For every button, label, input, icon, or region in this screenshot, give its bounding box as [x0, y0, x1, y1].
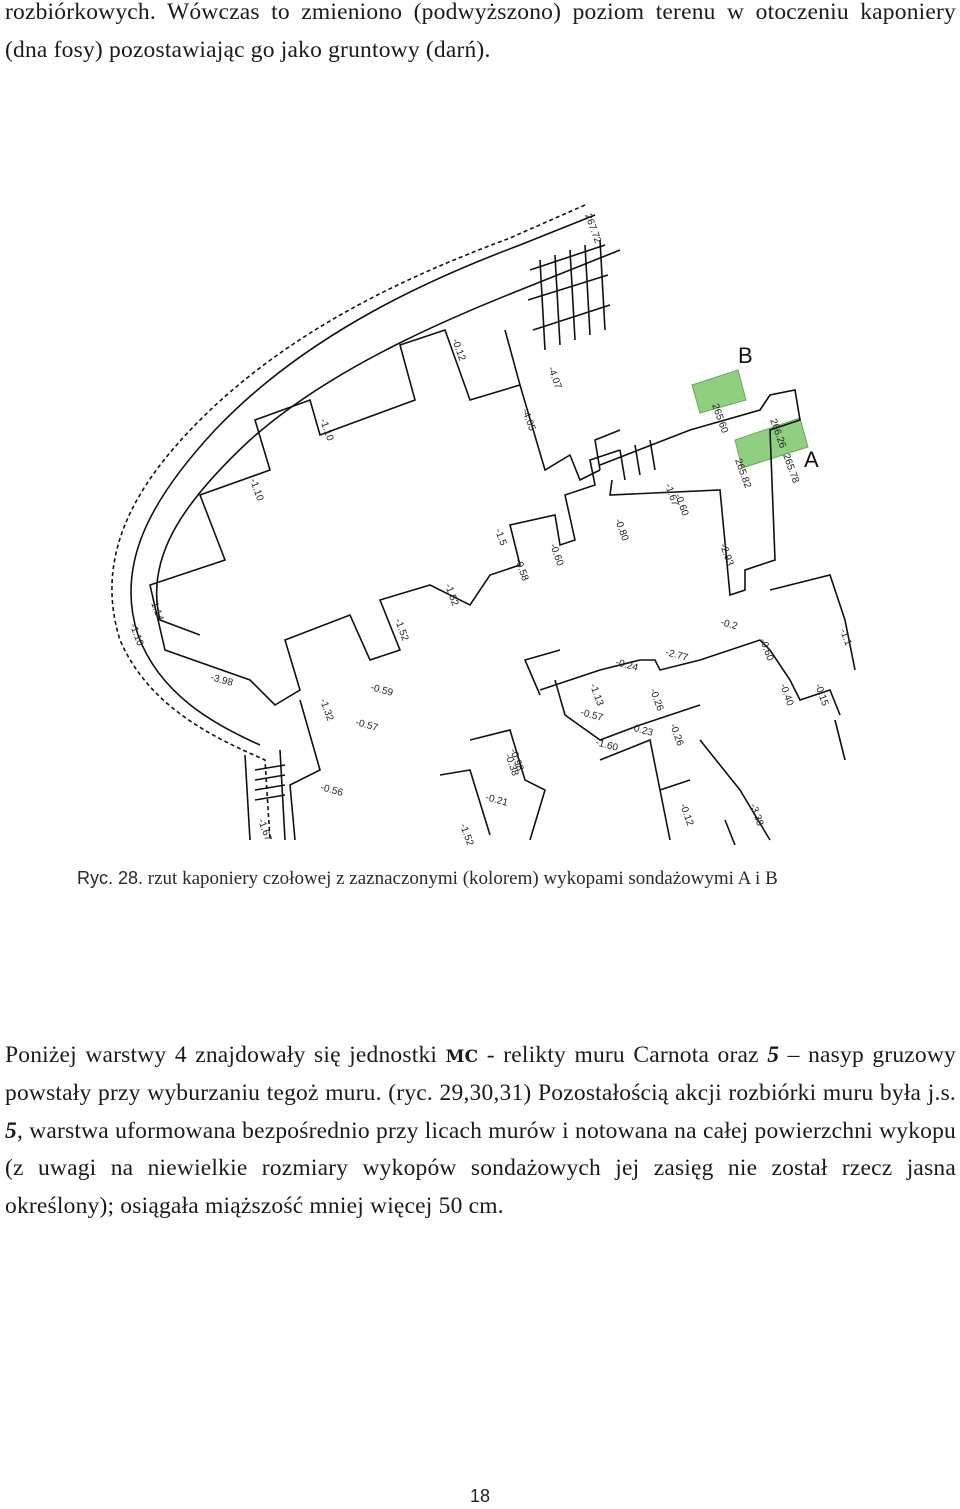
elevation-labels: 267.72 -0.12 -4.07 -4.05 -1.10 -1.10 -1.… [127, 212, 853, 845]
elevation-label: -1.10 [127, 622, 145, 648]
trench-b: B [691, 343, 753, 414]
elevation-label: -0.2 [719, 617, 739, 632]
elevation-label: -0.57 [354, 717, 379, 734]
figure-caption-number: Ryc. 28. [77, 868, 144, 888]
body-text: – nasyp gruzowy powstały przy wyburzaniu… [5, 1042, 956, 1106]
trench-b-label: B [738, 343, 753, 368]
unit-symbol-5: 5 [5, 1117, 17, 1144]
body-text: , warstwa uformowana bezpośrednio przy l… [5, 1117, 956, 1220]
elevation-label: -0.58 [512, 557, 530, 583]
body-paragraph: Poniżej warstwy 4 znajdowały się jednost… [5, 1035, 956, 1226]
top-paragraph: rozbiórkowych. Wówczas to zmieniono (pod… [5, 0, 956, 63]
elevation-label: -0.60 [757, 637, 775, 663]
elevation-label: -1.13 [587, 682, 605, 708]
elevation-label: -4.07 [545, 365, 563, 391]
elevation-label: -1.52 [442, 582, 460, 608]
trench-a: A [734, 417, 819, 472]
figure-caption-text: rzut kaponiery czołowej z zaznaczonymi (… [143, 868, 778, 889]
elevation-label: -0.56 [319, 782, 344, 799]
body-text: Poniżej warstwy 4 znajdowały się jednost… [5, 1042, 446, 1068]
elevation-label: 267.72 [582, 212, 603, 245]
elevation-label: -0.57 [579, 707, 604, 724]
elevation-label: -0.26 [647, 687, 665, 713]
elevation-label: -0.26 [667, 722, 685, 748]
elevation-label: -0.60 [547, 542, 565, 568]
elevation-label: -2.77 [664, 647, 689, 664]
body-text: - relikty muru Carnota oraz [478, 1042, 768, 1068]
elevation-label: -1.10 [317, 417, 335, 443]
elevation-label: -0.12 [677, 802, 695, 828]
figure-caption: Ryc. 28. rzut kaponiery czołowej z zazna… [77, 868, 778, 890]
elevation-label: -3.98 [209, 672, 234, 689]
trench-a-label: A [804, 447, 819, 472]
page-number: 18 [469, 1486, 491, 1506]
trench-b-fill [691, 369, 747, 414]
elevation-label: -1.5 [492, 527, 508, 547]
elevation-label: -1.14 [147, 597, 165, 623]
plan-walls [111, 204, 856, 845]
unit-symbol-5: 5 [767, 1042, 780, 1068]
elevation-label: -0.24 [614, 657, 639, 674]
elevation-label: -3.38 [747, 802, 765, 828]
elevation-label: -4.05 [519, 407, 537, 433]
elevation-label: -0.80 [612, 517, 630, 543]
elevation-label: -1.60 [594, 737, 619, 754]
elevation-label: -0.21 [484, 792, 509, 809]
site-plan-figure: B A [111, 204, 856, 845]
elevation-label: -0.59 [369, 682, 394, 699]
elevation-label: -1.32 [317, 697, 335, 723]
elevation-label: -1.1 [837, 627, 853, 647]
trench-a-fill [734, 417, 809, 469]
elevation-label: -0.23 [629, 722, 654, 739]
unit-symbol-mc: mc [445, 1039, 479, 1068]
elevation-label: 265.78 [780, 452, 801, 485]
elevation-label: -1.10 [247, 477, 265, 503]
elevation-label: -1.67 [255, 817, 273, 843]
elevation-label: -2.93 [717, 542, 735, 568]
elevation-label: -1.52 [457, 822, 475, 845]
